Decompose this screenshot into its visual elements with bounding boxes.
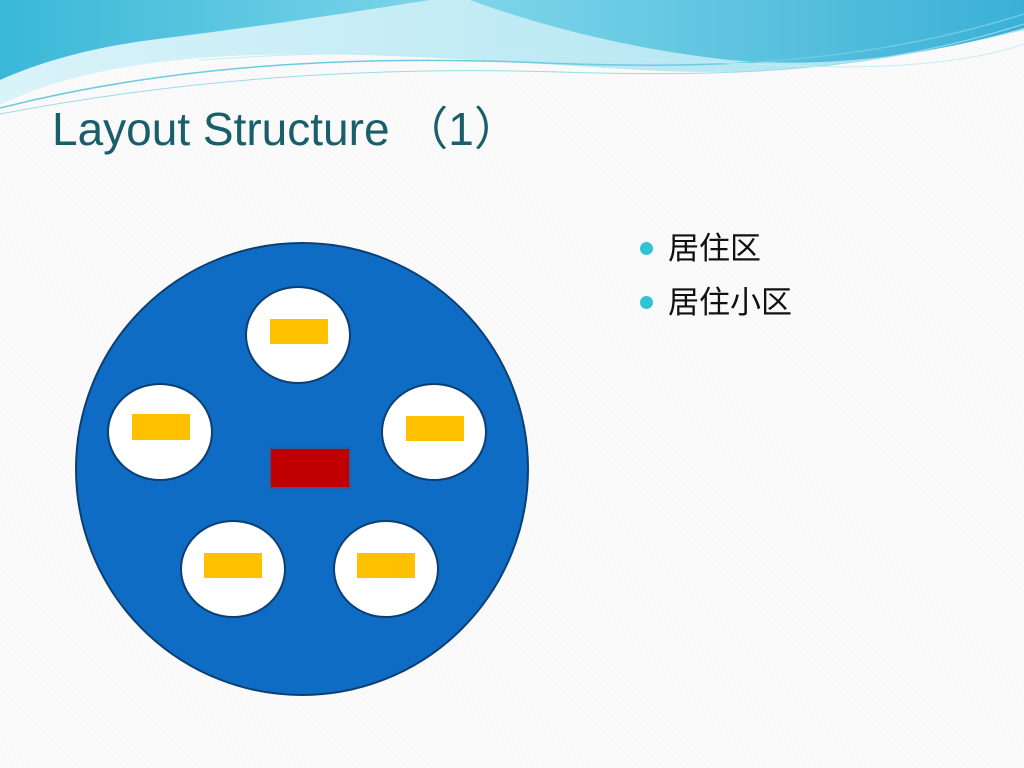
neighborhood-unit-bottom-right xyxy=(333,520,439,618)
bullet-item-residential-district: 居住区 xyxy=(640,222,792,276)
bullet-list: 居住区 居住小区 xyxy=(640,222,792,330)
neighborhood-rect-top xyxy=(270,319,328,344)
neighborhood-unit-bottom-left xyxy=(180,520,286,618)
header-wave-front xyxy=(0,0,1024,80)
round-bullet-icon xyxy=(640,296,653,309)
header-wave-line-2 xyxy=(0,23,1024,115)
header-wave-line-3 xyxy=(199,43,1024,68)
header-wave-line-1 xyxy=(0,13,1024,109)
header-wave-decoration xyxy=(0,0,1024,115)
slide-title: Layout Structure （1） xyxy=(52,103,520,155)
neighborhood-rect-bottom-right xyxy=(357,553,415,578)
central-facility-rect xyxy=(269,447,351,489)
bullet-label: 居住小区 xyxy=(668,285,792,321)
bullet-label: 居住区 xyxy=(668,231,761,267)
neighborhood-rect-right xyxy=(406,416,464,441)
neighborhood-rect-bottom-left xyxy=(204,553,262,578)
neighborhood-unit-right xyxy=(381,383,487,481)
round-bullet-icon xyxy=(640,242,653,255)
neighborhood-rect-left xyxy=(132,414,190,440)
neighborhood-unit-left xyxy=(107,383,213,481)
neighborhood-unit-top xyxy=(245,286,351,384)
bullet-item-residential-quarter: 居住小区 xyxy=(640,276,792,330)
